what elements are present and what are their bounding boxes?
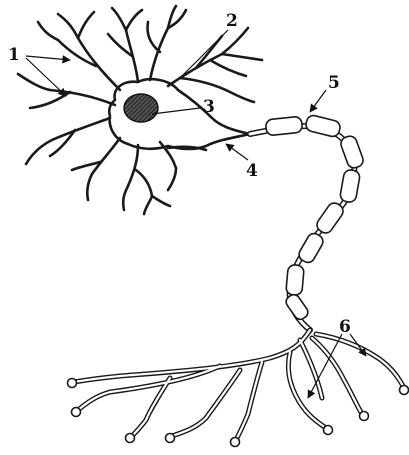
axon-terminals — [68, 330, 409, 447]
axon — [250, 126, 354, 330]
nucleus — [124, 94, 158, 122]
label-1: 1 — [8, 45, 20, 65]
label-6: 6 — [339, 317, 351, 337]
label-2: 2 — [226, 11, 238, 31]
label-3: 3 — [203, 97, 215, 117]
label-5: 5 — [328, 73, 340, 93]
label-4: 4 — [246, 161, 258, 181]
myelin-sheath — [265, 114, 365, 322]
